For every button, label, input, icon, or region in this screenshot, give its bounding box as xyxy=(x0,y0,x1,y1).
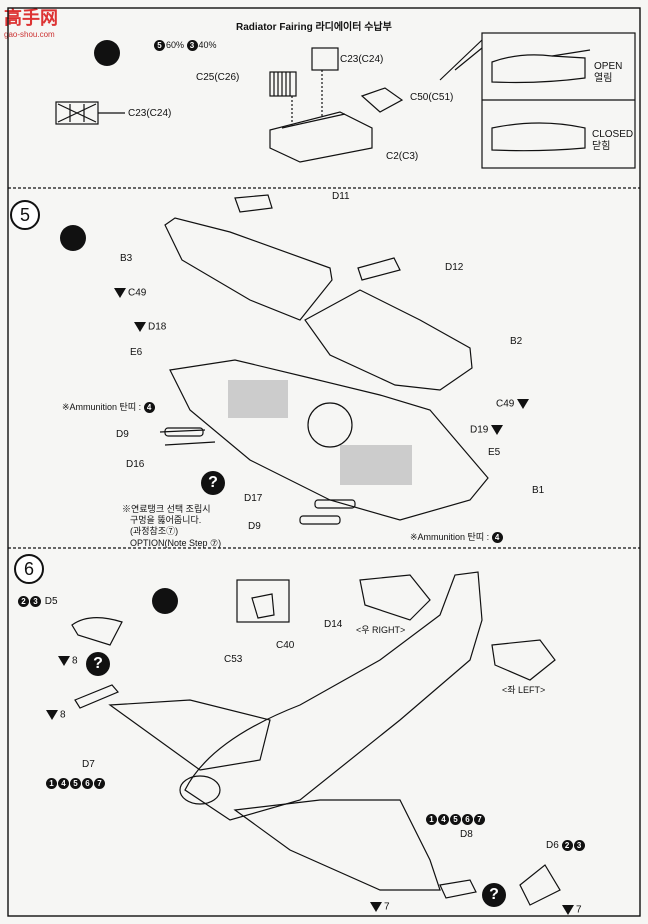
logo-text: 高手网 xyxy=(4,8,58,28)
ammo-area-right xyxy=(340,445,412,485)
tri-d7: 8 xyxy=(46,710,66,721)
question-icon-step6a: ? xyxy=(86,652,110,676)
label-d7: D7 xyxy=(82,759,95,770)
label-left: <좌 LEFT> xyxy=(502,685,546,695)
tri-d8: 7 xyxy=(370,902,390,913)
page-border xyxy=(7,7,641,917)
part-d9b xyxy=(299,515,341,525)
label-d8: D8 xyxy=(460,829,473,840)
label-d19: D19 xyxy=(470,425,505,436)
glue-icon-step6 xyxy=(152,588,178,614)
label-d16: D16 xyxy=(126,459,145,470)
label-b1: B1 xyxy=(532,485,545,496)
site-logo: 高手网 gao-shou.com xyxy=(4,4,58,39)
part-d7 xyxy=(74,684,119,709)
label-ammo-right: ※Ammunition 탄띠 : 4 xyxy=(410,532,504,543)
wing-upper-b3 xyxy=(164,217,333,321)
fairing-open-shape xyxy=(491,54,586,84)
wing-upper-b2 xyxy=(304,289,473,391)
wing-left xyxy=(108,699,271,771)
question-icon-step6b: ? xyxy=(482,883,506,907)
tri-d6: 7 xyxy=(562,905,582,916)
part-d6 xyxy=(519,864,561,906)
logo-subtext: gao-shou.com xyxy=(4,30,55,39)
label-d11: D11 xyxy=(332,191,350,202)
label-ammo-left: ※Ammunition 탄띠 : 4 xyxy=(62,402,156,413)
tailplane-right xyxy=(359,574,431,621)
tri-d5: 8 xyxy=(58,656,78,667)
paint-pct-60: 60% xyxy=(166,40,185,50)
fairing-closed-shape xyxy=(491,122,586,152)
wing-right xyxy=(233,799,441,891)
radiator-c23-part xyxy=(311,47,339,71)
label-closed: CLOSED xyxy=(592,129,634,140)
label-b3: B3 xyxy=(120,253,133,264)
radiator-title: Radiator Fairing 라디에이터 수납부 xyxy=(236,22,392,33)
label-d9b: D9 xyxy=(248,521,261,532)
label-c49a: C49 xyxy=(114,288,146,299)
wing-lower-b1 xyxy=(169,359,489,521)
part-d11 xyxy=(234,194,273,213)
ammo-area-left xyxy=(228,380,288,418)
magnifier-circle xyxy=(307,402,353,448)
label-open-kr: 열림 xyxy=(594,73,613,84)
label-e6: E6 xyxy=(130,347,143,358)
part-d12 xyxy=(357,257,401,281)
inset-box xyxy=(236,579,290,623)
fairing-open-flap xyxy=(551,49,591,57)
label-open: OPEN xyxy=(594,61,623,72)
label-e5: E5 xyxy=(488,447,501,458)
option-note-kr1: ※연료탱크 선택 조립시 xyxy=(122,504,211,514)
label-c50: C50(C51) xyxy=(410,92,454,103)
label-c53: C53 xyxy=(224,654,243,665)
part-d8 xyxy=(439,879,477,899)
part-d9-d16-leaders xyxy=(159,429,216,446)
inset-part xyxy=(251,593,275,619)
option-note-en: OPTION(Note Step ⑦) xyxy=(130,538,222,548)
question-icon-step5: ? xyxy=(201,471,225,495)
part-d9 xyxy=(164,427,204,437)
radiator-c50-part xyxy=(360,87,404,113)
propeller-spinner xyxy=(179,775,221,805)
label-c49b: C49 xyxy=(496,399,531,410)
callout-pointer xyxy=(439,39,483,81)
step-6-number: 6 xyxy=(14,554,44,584)
option-note-kr2: 구멍을 뚫어줍니다. xyxy=(130,515,202,525)
label-c23-mesh: C23(C24) xyxy=(128,108,172,119)
label-closed-kr: 닫힘 xyxy=(592,141,611,152)
label-c23: C23(C24) xyxy=(340,54,384,65)
paint-badge-5: 5 xyxy=(154,40,165,51)
fuselage xyxy=(184,571,483,821)
label-c2: C2(C3) xyxy=(386,151,419,162)
label-d9a: D9 xyxy=(116,429,129,440)
glue-icon xyxy=(94,40,120,66)
part-d5 xyxy=(71,617,123,646)
paint-badge-3: 3 xyxy=(186,40,198,51)
paint-pct-40: 40% xyxy=(198,40,217,50)
radiator-c25-part xyxy=(269,71,297,97)
label-d17: D17 xyxy=(244,493,263,504)
radiator-c23-mesh xyxy=(55,101,99,125)
label-c25: C25(C26) xyxy=(196,72,240,83)
label-b2: B2 xyxy=(510,336,523,347)
label-d12: D12 xyxy=(445,262,464,273)
label-d18: D18 xyxy=(134,322,166,333)
part-d17 xyxy=(314,499,356,509)
label-c40: C40 xyxy=(276,640,295,651)
tailplane-left xyxy=(491,639,556,681)
label-d14: D14 xyxy=(324,619,343,630)
option-note-kr3: (과정참조⑦) xyxy=(130,526,179,536)
label-right: <우 RIGHT> xyxy=(356,625,406,635)
step-5-number: 5 xyxy=(10,200,40,230)
radiator-c2-housing xyxy=(269,111,373,163)
glue-icon-step5 xyxy=(60,225,86,251)
